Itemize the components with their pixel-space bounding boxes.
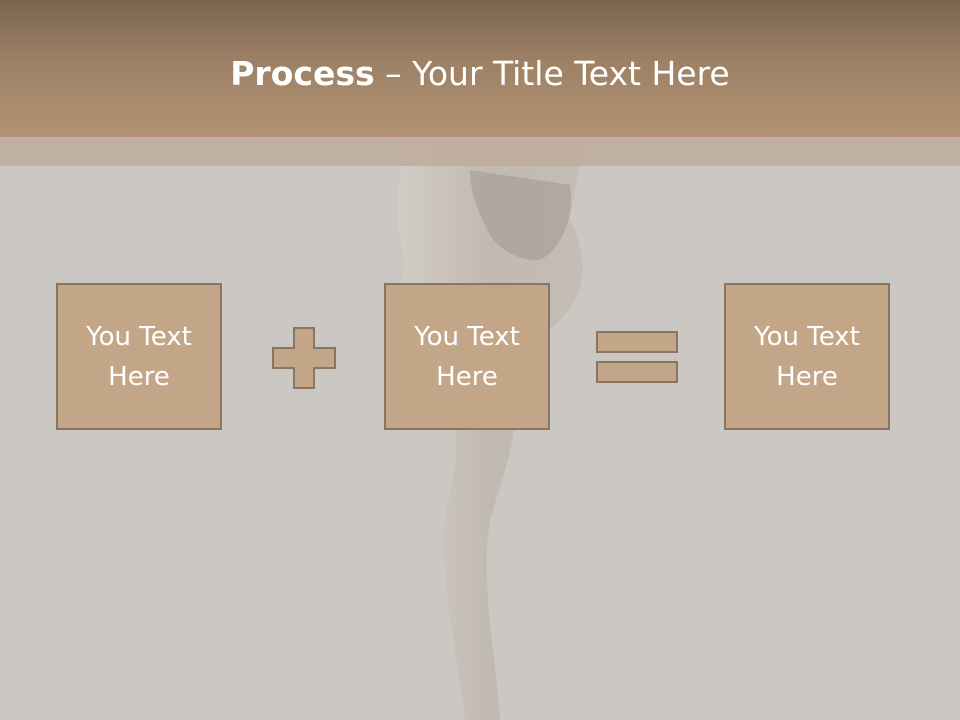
process-box-3: You Text Here [724, 283, 890, 430]
plus-icon [272, 327, 336, 389]
process-box-3-line1: You Text [754, 321, 860, 352]
title-bar [0, 0, 960, 137]
process-box-2-line1: You Text [414, 321, 520, 352]
process-box-1-line1: You Text [86, 321, 192, 352]
slide-title: Process – Your Title Text Here [0, 52, 960, 96]
process-box-1-line2: Here [108, 361, 170, 392]
process-box-2-line2: Here [436, 361, 498, 392]
process-box-3-line2: Here [776, 361, 838, 392]
process-box-1: You Text Here [56, 283, 222, 430]
slide-title-bold: Process [230, 54, 375, 93]
title-strip [0, 137, 960, 166]
equals-icon [596, 331, 678, 383]
process-box-2: You Text Here [384, 283, 550, 430]
slide-title-rest: – Your Title Text Here [374, 54, 730, 93]
